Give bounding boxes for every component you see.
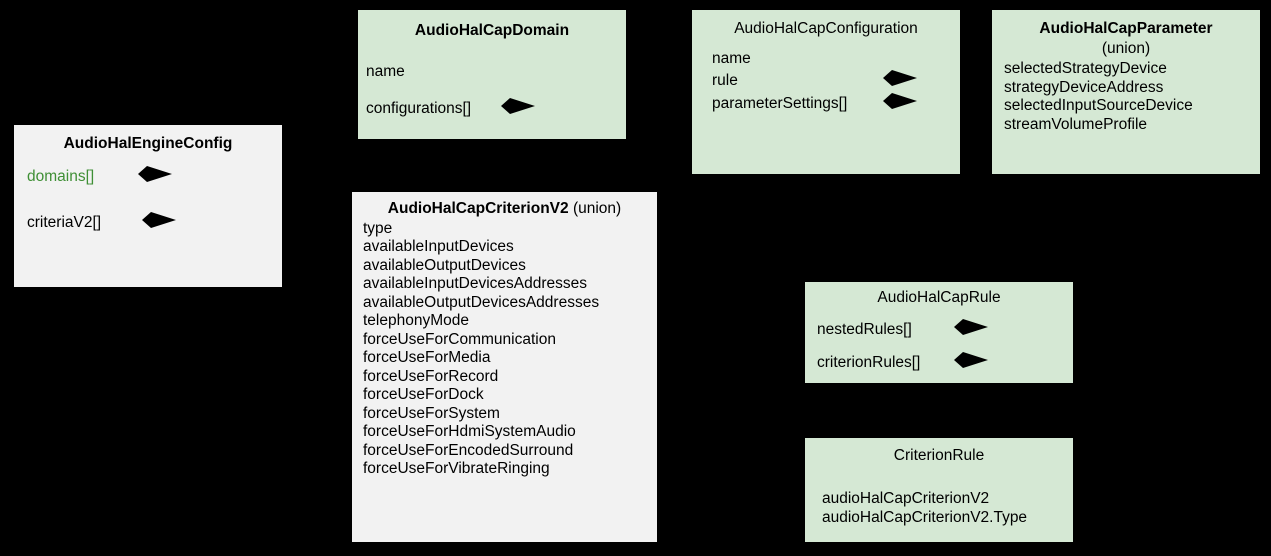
class-box-criterionrule[interactable]: CriterionRule audioHalCapCriterionV2 aud… [804, 437, 1074, 543]
attribute-forceuseforencodedsurround: forceUseForEncodedSurround [363, 441, 574, 459]
attribute-audiohalcapcriterionv2-type: audioHalCapCriterionV2.Type [822, 509, 1028, 526]
attribute-telephonymode: telephonyMode [363, 312, 469, 329]
class-subtitle-audiohalcapparameter: (union) [1101, 39, 1151, 57]
attribute-selectedinputsourcedevice: selectedInputSourceDevice [1004, 97, 1193, 114]
attribute-criteriav2: criteriaV2[] [27, 212, 282, 231]
attribute-parametersettings: parameterSettings[] [712, 92, 960, 112]
class-title-audiohalcapparameter: AudioHalCapParameter [1039, 20, 1213, 37]
class-box-audiohalcapdomain[interactable]: AudioHalCapDomain name configurations[] [357, 9, 627, 140]
attribute-forceuseformedia: forceUseForMedia [363, 349, 491, 366]
attribute-name-domain: name [366, 62, 405, 80]
attribute-forceusefordock: forceUseForDock [363, 386, 484, 403]
class-box-audiohalcapparameter[interactable]: AudioHalCapParameter (union) selectedStr… [991, 9, 1261, 175]
attribute-label-criterionrules: criterionRules[] [817, 354, 921, 371]
class-title-audiohalcapconfiguration: AudioHalCapConfiguration [734, 20, 918, 37]
attribute-label-criteriav2: criteriaV2[] [27, 214, 102, 231]
class-box-audiohalcapcriterionv2[interactable]: AudioHalCapCriterionV2 (union) type avai… [351, 191, 658, 543]
class-title-row-audiohalcapcriterionv2: AudioHalCapCriterionV2 (union) [352, 201, 657, 217]
attribute-audiohalcapcriterionv2: audioHalCapCriterionV2 [822, 489, 990, 507]
class-title-audiohalcaprule: AudioHalCapRule [877, 289, 1001, 306]
class-title-audiohalcapdomain: AudioHalCapDomain [414, 22, 570, 39]
class-title-audiohalengineconfig: AudioHalEngineConfig [63, 135, 233, 152]
attribute-forceuseforsystem: forceUseForSystem [363, 404, 500, 422]
class-title-criterionrule: CriterionRule [893, 447, 985, 464]
attribute-label-parametersettings: parameterSettings[] [712, 94, 848, 112]
attribute-configurations: configurations[] [366, 98, 626, 117]
attribute-label-rule: rule [712, 72, 738, 89]
attribute-label-nestedrules: nestedRules[] [817, 320, 912, 338]
attribute-type: type [363, 219, 393, 237]
class-box-audiohalcapconfiguration[interactable]: AudioHalCapConfiguration name rule param… [691, 9, 961, 175]
attribute-streamvolumeprofile: streamVolumeProfile [1004, 115, 1148, 133]
attribute-label-configurations: configurations[] [366, 100, 472, 117]
attribute-criterionrules: criterionRules[] [817, 352, 1073, 371]
attribute-forceuseforvibrateringing: forceUseForVibrateRinging [363, 460, 550, 477]
attribute-availableinputdevices: availableInputDevices [363, 238, 514, 255]
attribute-selectedstrategydevice: selectedStrategyDevice [1004, 60, 1167, 77]
class-subtitle-audiohalcapcriterionv2: (union) [572, 200, 622, 217]
class-box-audiohalengineconfig[interactable]: AudioHalEngineConfig domains[] criteriaV… [13, 124, 283, 288]
attribute-availableinputdevicesaddresses: availableInputDevicesAddresses [363, 275, 588, 292]
class-box-audiohalcaprule[interactable]: AudioHalCapRule nestedRules[] criterionR… [804, 281, 1074, 384]
attribute-availableoutputdevices: availableOutputDevices [363, 256, 526, 274]
attribute-forceuseforrecord: forceUseForRecord [363, 367, 499, 385]
class-title-audiohalcapcriterionv2: AudioHalCapCriterionV2 [387, 200, 569, 217]
attribute-forceuseforcommunication: forceUseForCommunication [363, 330, 556, 348]
attribute-forceuseforhdmisystemaudio: forceUseForHdmiSystemAudio [363, 423, 576, 440]
attribute-domains: domains[] [27, 165, 282, 185]
attribute-nestedrules: nestedRules[] [817, 318, 1073, 338]
attribute-name-configuration: name [712, 49, 751, 67]
attribute-strategydeviceaddress: strategyDeviceAddress [1004, 78, 1164, 96]
attribute-label-domains: domains[] [27, 167, 95, 185]
attribute-rule: rule [712, 70, 960, 89]
attribute-availableoutputdevicesaddresses: availableOutputDevicesAddresses [363, 293, 600, 311]
